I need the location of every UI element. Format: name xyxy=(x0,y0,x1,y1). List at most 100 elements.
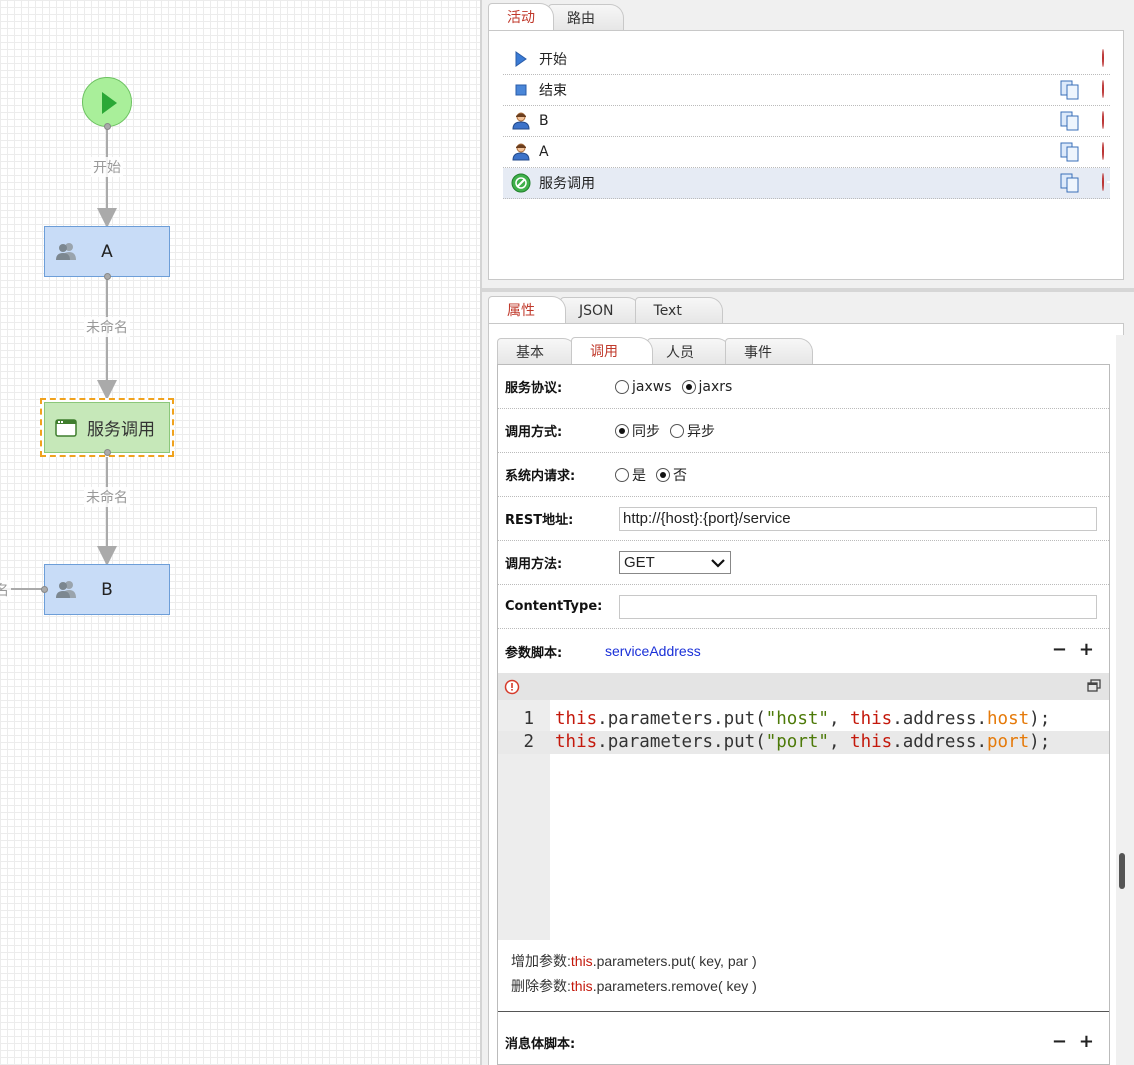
tab-events[interactable]: 事件 xyxy=(725,338,813,364)
activity-label: 结束 xyxy=(539,83,567,99)
hint-add: 增加参数:this.parameters.put( key, par ) xyxy=(511,952,757,969)
right-panel: 活动 路由 开始 结束 B xyxy=(482,0,1134,1065)
protocol-row: 服务协议: jaxws jaxrs xyxy=(498,365,1109,409)
protocol-radio-jaxws[interactable]: jaxws xyxy=(615,379,672,395)
play-triangle-icon xyxy=(515,51,527,67)
service-icon xyxy=(511,173,531,193)
code-token: .parameters.put( xyxy=(597,709,766,729)
internal-request-label: 系统内请求: xyxy=(505,469,576,484)
flow-edges xyxy=(0,127,117,590)
edge-label-start[interactable]: 开始 xyxy=(91,157,123,177)
tab-routes[interactable]: 路由 xyxy=(548,4,624,30)
copy-icon[interactable] xyxy=(1060,111,1080,135)
delete-icon[interactable] xyxy=(1102,142,1104,160)
panel-divider[interactable] xyxy=(480,0,482,1065)
property-tabbar: 属性 JSON Text xyxy=(488,295,723,323)
call-mode-radio-sync[interactable]: 同步 xyxy=(615,421,660,441)
tab-activities[interactable]: 活动 xyxy=(488,3,554,30)
call-mode-radio-async[interactable]: 异步 xyxy=(670,421,715,441)
user-icon xyxy=(512,112,530,130)
param-script-name[interactable]: serviceAddress xyxy=(605,643,701,659)
delete-icon[interactable] xyxy=(1102,173,1104,191)
tab-basic[interactable]: 基本 xyxy=(497,338,577,364)
param-script-label: 参数脚本: xyxy=(505,645,563,661)
task-node-a[interactable]: A xyxy=(44,226,170,277)
rest-url-input[interactable]: http://{host}:{port}/service xyxy=(619,507,1097,531)
tab-text[interactable]: Text xyxy=(634,297,723,323)
delete-icon[interactable] xyxy=(1102,80,1104,98)
code-token: "port" xyxy=(765,732,829,752)
anchor-point[interactable] xyxy=(104,123,111,130)
users-icon xyxy=(56,581,76,598)
collapse-button[interactable]: − xyxy=(1051,1031,1067,1052)
activity-row-start[interactable]: 开始 xyxy=(503,44,1110,75)
activity-row-end[interactable]: 结束 xyxy=(503,75,1110,106)
code-token: port xyxy=(987,732,1030,752)
activity-row-service[interactable]: 服务调用 xyxy=(503,168,1110,199)
content-type-input[interactable] xyxy=(619,595,1097,619)
activity-row-a[interactable]: A xyxy=(503,137,1110,168)
copy-icon[interactable] xyxy=(1060,80,1080,104)
code-token: this xyxy=(555,709,598,729)
line-number: 2 xyxy=(523,732,534,752)
collapse-button[interactable]: − xyxy=(1051,639,1067,660)
activity-tabbar: 活动 路由 xyxy=(488,2,624,30)
code-token: ); xyxy=(1029,732,1051,752)
add-button[interactable]: + xyxy=(1078,1031,1094,1052)
method-select[interactable]: GET xyxy=(619,551,731,574)
anchor-point[interactable] xyxy=(104,449,111,456)
activity-label: 服务调用 xyxy=(539,176,595,192)
protocol-label: 服务协议: xyxy=(505,381,563,396)
hint-remove: 删除参数:this.parameters.remove( key ) xyxy=(511,977,757,994)
start-node[interactable] xyxy=(82,77,132,127)
code-token: ); xyxy=(1029,709,1051,729)
flow-canvas[interactable]: 开始 未命名 未命名 名 A 服务调用 xyxy=(0,0,480,1065)
rest-url-label: REST地址: xyxy=(505,513,574,528)
copy-icon[interactable] xyxy=(1060,173,1080,197)
delete-icon[interactable] xyxy=(1102,49,1104,67)
internal-request-row: 系统内请求: 是 否 xyxy=(498,453,1109,497)
editor-toolbar xyxy=(498,673,1109,700)
activity-label: 开始 xyxy=(539,52,567,68)
call-mode-row: 调用方式: 同步 异步 xyxy=(498,409,1109,453)
copy-icon[interactable] xyxy=(1060,142,1080,166)
vertical-scrollbar[interactable] xyxy=(1116,335,1128,1065)
anchor-point[interactable] xyxy=(104,273,111,280)
content-type-row: ContentType: xyxy=(498,585,1109,629)
scrollbar-thumb[interactable] xyxy=(1119,853,1125,889)
tab-properties[interactable]: 属性 xyxy=(488,296,566,323)
activity-row-b[interactable]: B xyxy=(503,106,1110,137)
tab-people[interactable]: 人员 xyxy=(647,338,731,364)
code-token: , xyxy=(828,709,851,729)
tab-invoke[interactable]: 调用 xyxy=(571,337,653,364)
code-token: .address. xyxy=(892,709,988,729)
delete-icon[interactable] xyxy=(1102,111,1104,129)
code-token: , xyxy=(828,732,851,752)
add-button[interactable]: + xyxy=(1078,639,1094,660)
edge-label-left-b[interactable]: 名 xyxy=(0,580,11,600)
code-token: this xyxy=(850,732,893,752)
line-number: 1 xyxy=(523,709,534,729)
internal-radio-yes[interactable]: 是 xyxy=(615,465,646,485)
task-node-b[interactable]: B xyxy=(44,564,170,615)
edge-label-a-service[interactable]: 未命名 xyxy=(84,317,130,337)
panel-splitter[interactable] xyxy=(482,288,1134,292)
invoke-form: 服务协议: jaxws jaxrs 调用方式: 同步 异步 系统内请求: 是 否 xyxy=(497,364,1110,1065)
tab-json[interactable]: JSON xyxy=(560,297,641,323)
activity-label: B xyxy=(539,113,549,129)
code-token: host xyxy=(987,709,1030,729)
restore-window-icon[interactable] xyxy=(1087,679,1101,693)
sub-tabbar: 基本 调用 人员 事件 xyxy=(497,336,813,364)
error-icon[interactable] xyxy=(504,679,520,695)
body-script-row: 消息体脚本: − + xyxy=(498,1021,1109,1065)
param-script-row: 参数脚本: serviceAddress − + xyxy=(498,629,1109,673)
service-node-label: 服务调用 xyxy=(87,420,155,440)
edge-label-service-b[interactable]: 未命名 xyxy=(84,487,130,507)
protocol-radio-jaxrs[interactable]: jaxrs xyxy=(681,379,732,395)
internal-radio-no[interactable]: 否 xyxy=(656,465,687,485)
user-icon xyxy=(512,143,530,161)
anchor-point[interactable] xyxy=(41,586,48,593)
